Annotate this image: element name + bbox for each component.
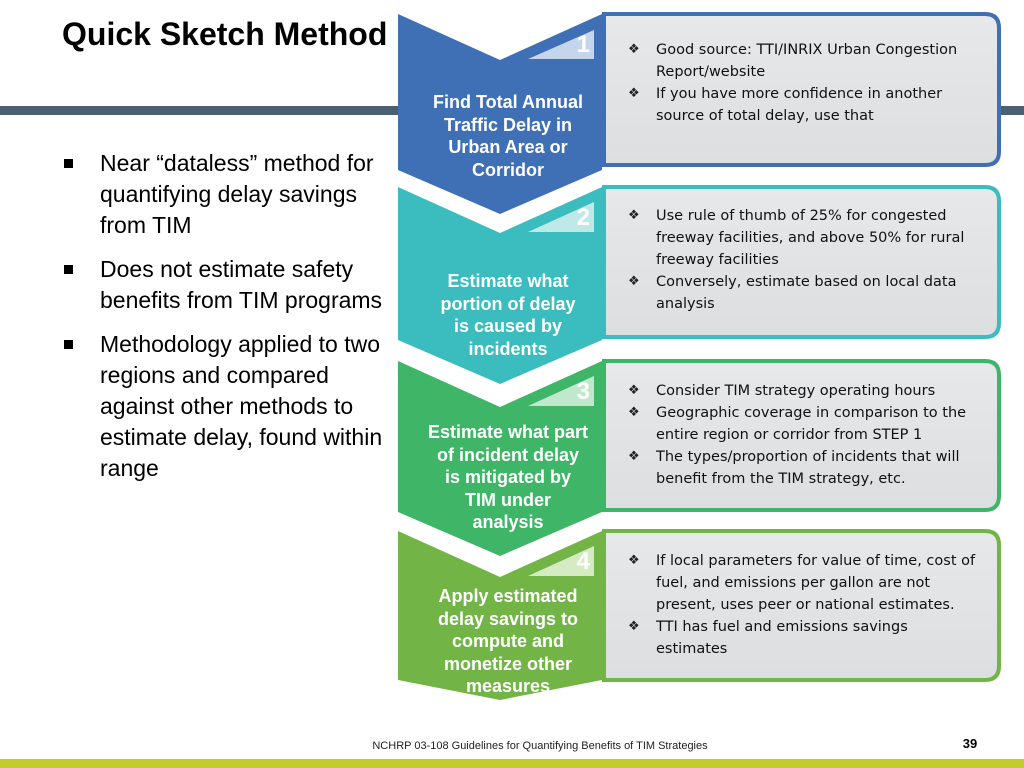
diamond-bullet-icon: ❖	[628, 619, 640, 634]
step-3-title-line: is mitigated by	[444, 467, 572, 487]
detail-text: Geographic coverage in comparison to the…	[656, 405, 967, 443]
step-2-title-line: Estimate what	[447, 271, 569, 291]
detail-text: TTI has fuel and emissions savings estim…	[656, 619, 908, 657]
detail-text: Consider TIM strategy operating hours	[656, 383, 936, 399]
step-1-title-line: Find Total Annual	[433, 92, 583, 112]
step-2-detail-list: ❖ Use rule of thumb of 25% for congested …	[626, 205, 981, 315]
detail-text: Conversely, estimate based on local data…	[656, 274, 957, 312]
step-2-title-line: incidents	[468, 338, 548, 359]
step-3-number: 3	[576, 378, 590, 405]
step-3-chevron	[398, 361, 602, 556]
detail-item: ❖ Good source: TTI/INRIX Urban Congestion…	[626, 39, 981, 83]
diamond-bullet-icon: ❖	[628, 383, 640, 398]
step-1-number-tab	[528, 30, 594, 59]
bullet-text: Does not estimate safety benefits from T…	[100, 256, 383, 313]
step-3-title-line: of incident delay	[436, 444, 580, 465]
detail-text: Use rule of thumb of 25% for congested f…	[656, 208, 965, 268]
detail-text: The types/proportion of incidents that w…	[656, 449, 960, 487]
step-3-number-tab	[528, 376, 594, 406]
step-1-number: 1	[576, 31, 590, 58]
square-bullet-icon	[64, 340, 73, 349]
step-4-title-line: compute and	[451, 631, 564, 651]
bullet-item: Does not estimate safety benefits from T…	[62, 254, 392, 316]
square-bullet-icon	[64, 265, 73, 274]
step-4-title-line: monetize other	[443, 653, 572, 674]
step-2-number: 2	[576, 204, 590, 231]
diamond-bullet-icon: ❖	[628, 42, 640, 57]
detail-item: ❖ TTI has fuel and emissions savings esti…	[626, 616, 981, 660]
bullet-item: Near “dataless” method for quantifying d…	[62, 148, 392, 241]
step-1-detail-list: ❖ Good source: TTI/INRIX Urban Congestion…	[626, 39, 981, 127]
step-1-title-line: Corridor	[472, 159, 544, 180]
step-1-title: Find Total Annual Traffic Delay in Urban…	[398, 91, 618, 181]
step-1-chevron	[398, 14, 602, 214]
detail-text: If you have more confidence in another s…	[656, 86, 943, 124]
step-3-detail-list: ❖ Consider TIM strategy operating hours ❖…	[626, 380, 981, 490]
bullet-text: Near “dataless” method for quantifying d…	[100, 150, 374, 238]
step-2-detail-box	[602, 185, 1001, 339]
detail-item: ❖ The types/proportion of incidents that …	[626, 446, 981, 490]
diamond-bullet-icon: ❖	[628, 405, 640, 420]
step-1-detail-box	[602, 12, 1001, 167]
step-3-title: Estimate what part of incident delay is …	[398, 421, 618, 534]
step-3-title-line: Estimate what part	[427, 422, 589, 442]
bottom-accent-bar	[0, 759, 1024, 768]
step-4-title: Apply estimated delay savings to compute…	[398, 585, 618, 698]
footer-text: NCHRP 03-108 Guidelines for Quantifying …	[372, 740, 708, 752]
bullet-list: Near “dataless” method for quantifying d…	[62, 148, 392, 497]
bullet-text: Methodology applied to two regions and c…	[100, 331, 383, 481]
diamond-bullet-icon: ❖	[628, 553, 640, 568]
step-4-detail-list: ❖ If local parameters for value of time, …	[626, 550, 981, 660]
step-4-title-line: measures	[465, 676, 551, 696]
page-number: 39	[962, 736, 978, 751]
step-4-number-tab	[528, 546, 594, 576]
detail-item: ❖ Conversely, estimate based on local dat…	[626, 271, 981, 315]
square-bullet-icon	[64, 159, 73, 168]
bullet-item: Methodology applied to two regions and c…	[62, 329, 392, 484]
step-1-title-line: Traffic Delay in	[443, 114, 573, 135]
detail-text: Good source: TTI/INRIX Urban Congestion …	[656, 42, 958, 80]
step-4-detail-box	[602, 529, 1001, 682]
diamond-bullet-icon: ❖	[628, 449, 640, 464]
detail-item: ❖ Geographic coverage in comparison to th…	[626, 402, 981, 446]
slide-title: Quick Sketch Method	[62, 16, 388, 52]
detail-text: If local parameters for value of time, c…	[656, 553, 976, 613]
step-3-detail-box	[602, 359, 1001, 512]
step-1-title-line: Urban Area or	[448, 137, 568, 157]
diamond-bullet-icon: ❖	[628, 274, 640, 289]
step-3-title-line: analysis	[472, 512, 544, 532]
detail-item: ❖ If local parameters for value of time, …	[626, 550, 981, 616]
step-4-title-line: delay savings to	[437, 608, 579, 629]
step-2-number-tab	[528, 202, 594, 232]
detail-item: ❖ Use rule of thumb of 25% for congested …	[626, 205, 981, 271]
detail-item: ❖ Consider TIM strategy operating hours	[626, 380, 981, 402]
step-2-title: Estimate what portion of delay is caused…	[398, 270, 618, 360]
step-4-title-line: Apply estimated	[438, 586, 578, 606]
diamond-bullet-icon: ❖	[628, 208, 640, 223]
diamond-bullet-icon: ❖	[628, 86, 640, 101]
step-4-number: 4	[576, 548, 590, 575]
step-2-title-line: is caused by	[453, 316, 563, 336]
step-2-chevron	[398, 187, 602, 384]
step-2-title-line: portion of delay	[440, 293, 576, 314]
step-3-title-line: TIM under	[465, 489, 551, 510]
detail-item: ❖ If you have more confidence in another …	[626, 83, 981, 127]
